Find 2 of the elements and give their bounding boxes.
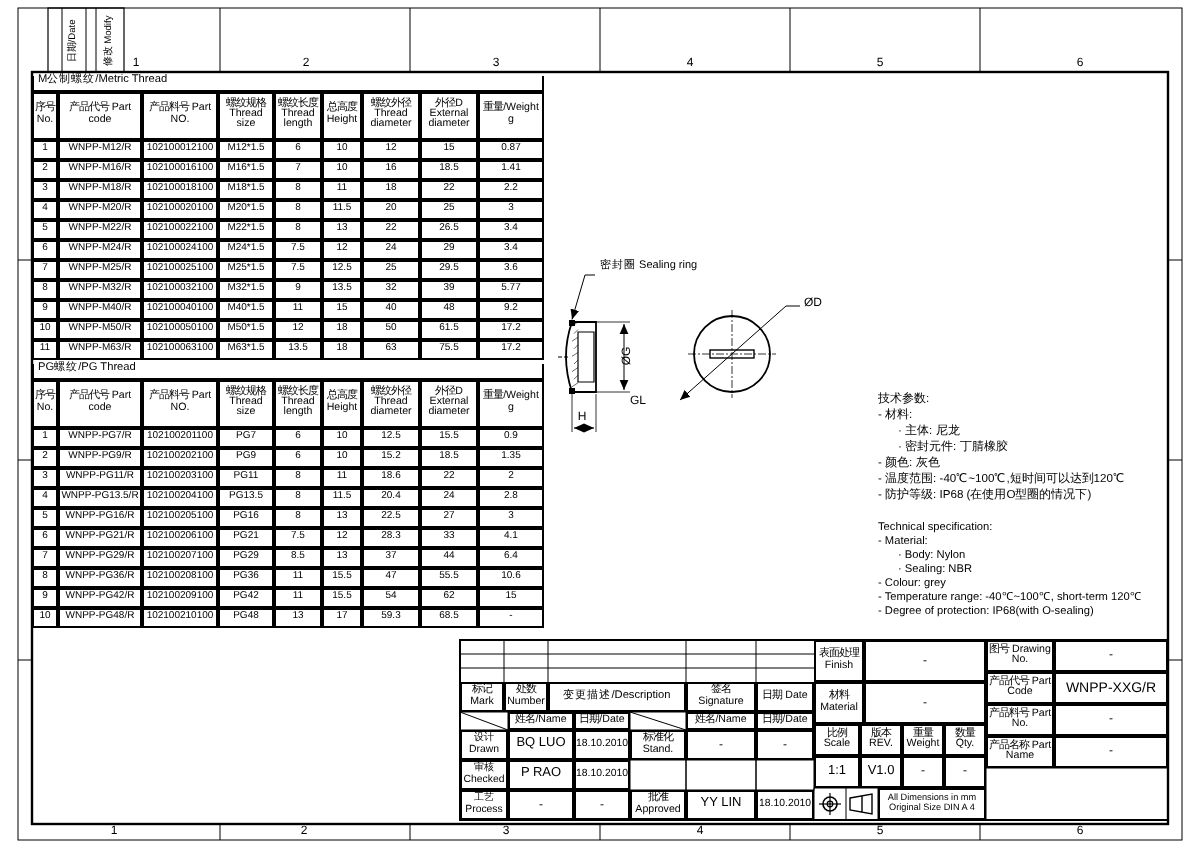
leader-line [570,274,596,320]
sealing-ring [569,320,575,394]
